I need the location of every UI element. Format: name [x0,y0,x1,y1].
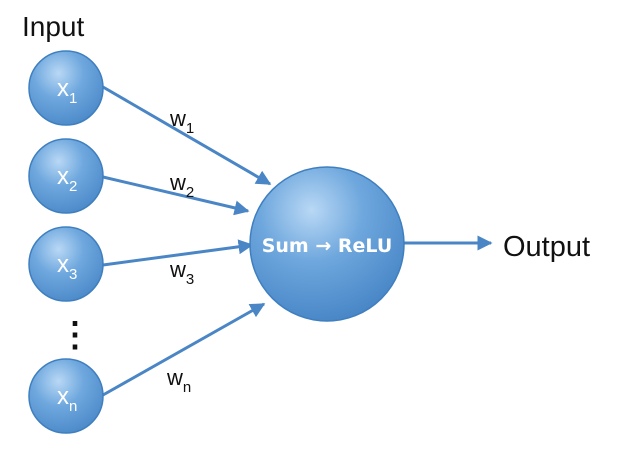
svg-text:x1: x1 [57,75,77,107]
ellipsis: ⋮ [58,316,92,354]
edge-xn [102,302,266,397]
svg-text:x2: x2 [57,163,77,195]
edge-x1 [102,85,272,186]
weight-label-w1: w1 [169,106,194,137]
input-node-x3: x3 [28,226,104,302]
output-label: Output [503,231,590,263]
neuron-node: Sum → ReLU [249,166,405,322]
input-node-x2: x2 [28,138,104,214]
neuron-label: Sum → ReLU [262,235,393,257]
weight-label-wn: wn [166,365,191,396]
input-label: Input [22,11,84,42]
edge-x3 [102,239,254,267]
weight-label-w2: w2 [169,170,194,201]
input-node-x1: x1 [28,50,104,126]
svg-text:xn: xn [57,383,77,415]
weight-label-w3: w3 [169,257,194,288]
svg-text:x3: x3 [57,251,77,283]
edge-x2 [102,175,250,216]
input-node-xn: xn [28,358,104,434]
